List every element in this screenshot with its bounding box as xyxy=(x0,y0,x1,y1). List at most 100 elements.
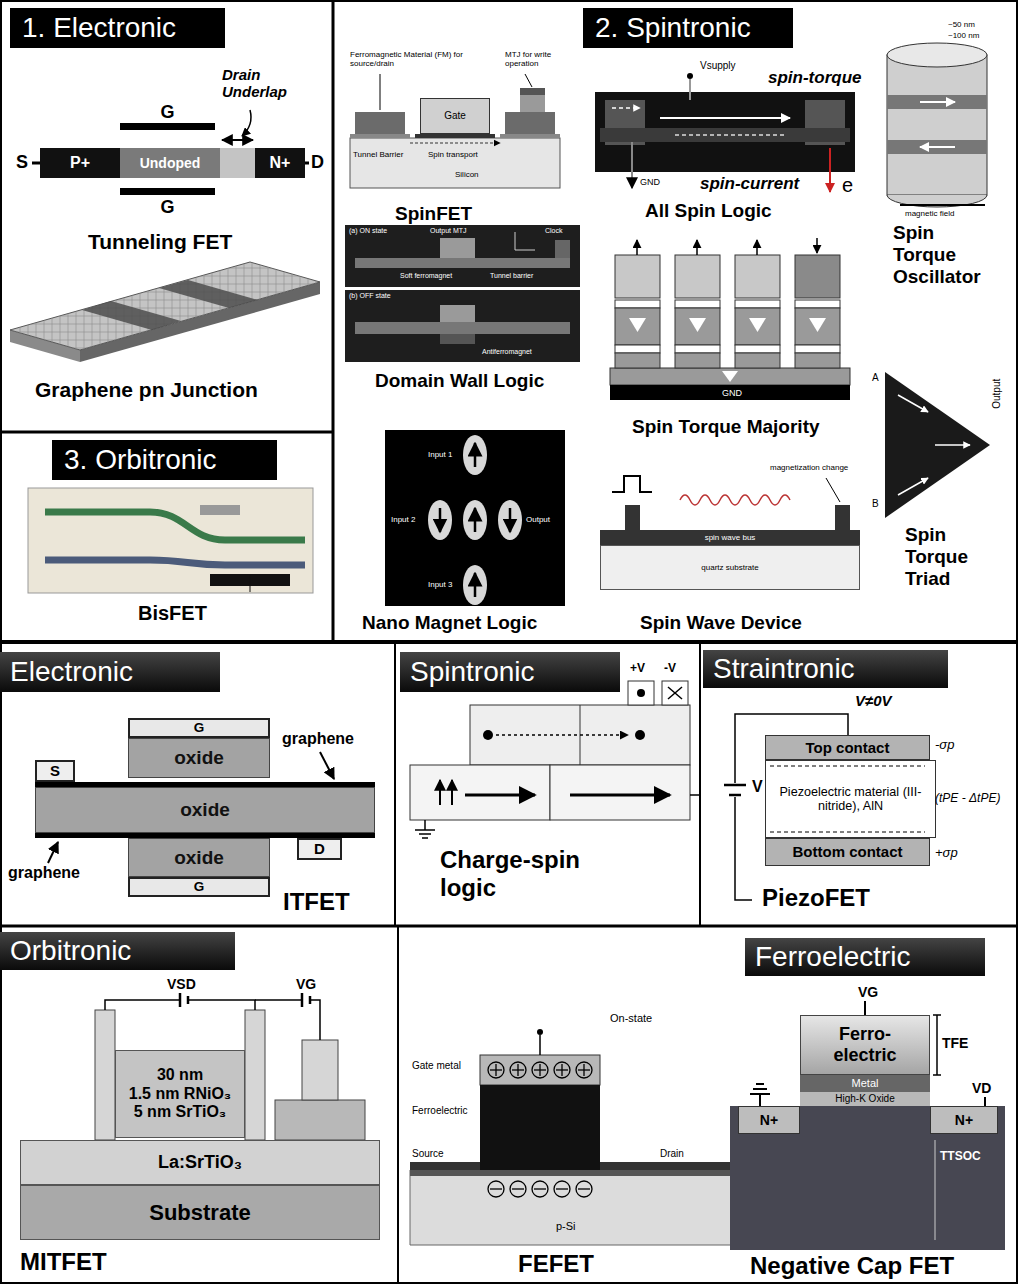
part-label: ~100 nm xyxy=(948,31,979,40)
part-label: GND xyxy=(640,177,660,187)
part-label: Vsupply xyxy=(700,60,736,72)
node-text: 3. Orbitronic xyxy=(64,444,217,476)
part-label: ~50 nm xyxy=(948,20,975,29)
part-label: GND xyxy=(722,388,742,398)
spinfet-figure xyxy=(350,74,560,188)
part-label: Tunnel Barrier xyxy=(353,150,403,159)
node-text: D xyxy=(314,840,325,857)
part-label: spin-current xyxy=(700,174,799,194)
part-label: Gate metal xyxy=(412,1060,461,1072)
part-label: magnetic field xyxy=(905,209,954,218)
part-label: Spin transport xyxy=(428,150,478,159)
spin-torque-oscillator-figure xyxy=(887,43,987,207)
node-text: quartz substrate xyxy=(701,563,758,572)
part-label: A xyxy=(872,372,879,384)
part-label: S xyxy=(16,152,28,173)
part-label: -σp xyxy=(935,738,954,753)
section-header: 1. Electronic xyxy=(10,8,225,48)
part-label: magnetization change xyxy=(770,463,848,472)
part-label: spin-torque xyxy=(768,68,862,88)
doped-layer: La:SrTiO₃ xyxy=(20,1140,380,1185)
device-caption: MITFET xyxy=(20,1248,107,1276)
node-text: oxide xyxy=(174,847,224,869)
metal-layer: Metal xyxy=(800,1075,930,1092)
node-text: N+ xyxy=(270,154,291,172)
part-label: TTSOC xyxy=(940,1150,981,1164)
node-text: Ferro- electric xyxy=(825,1024,905,1065)
device-caption: e xyxy=(842,174,853,197)
part-label: Output MTJ xyxy=(430,227,467,235)
device-caption: Charge-spin logic xyxy=(440,846,590,901)
part-label: Input 2 xyxy=(391,515,415,524)
doped-region: N+ xyxy=(930,1106,998,1134)
spin-torque-triad-figure xyxy=(885,372,990,518)
device-caption: BisFET xyxy=(138,602,207,625)
domain-wall-figure xyxy=(345,225,580,362)
part-label: V xyxy=(752,778,763,796)
part-label: B xyxy=(872,498,879,510)
contact-pad: S xyxy=(35,760,75,782)
part-label: Source xyxy=(412,1148,444,1160)
node-text: High-K Oxide xyxy=(835,1093,894,1105)
section-header: 3. Orbitronic xyxy=(52,440,277,480)
substrate-layer: Substrate xyxy=(20,1185,380,1240)
node-text: 30 nm xyxy=(157,1066,203,1084)
part-label: Tunnel barrier xyxy=(490,272,533,280)
spin-torque-majority-figure xyxy=(610,238,850,400)
oxide-channel-stack: 30 nm1.5 nm RNiO₃5 nm SrTiO₃ xyxy=(115,1050,245,1138)
section-header: Ferroelectric xyxy=(745,938,985,976)
node-text: G xyxy=(194,879,205,895)
part-label: Drain Underlap xyxy=(222,66,302,101)
ferroelectric-layer: Ferro- electric xyxy=(800,1015,930,1075)
node-text: spin wave bus xyxy=(705,533,756,542)
node-text: Metal xyxy=(852,1077,879,1090)
node-text: Top contact xyxy=(806,739,890,756)
doped-region: N+ xyxy=(255,148,305,178)
oxide-layer: oxide xyxy=(35,787,375,833)
part-label: graphene xyxy=(8,864,80,882)
part-label: (b) OFF state xyxy=(349,292,391,300)
part-label: -V xyxy=(664,662,676,676)
gate-block: Gate xyxy=(420,98,490,134)
part-label: (tPE - ΔtPE) xyxy=(935,792,1000,806)
device-caption: Spin Wave Device xyxy=(640,612,802,634)
part-label: VD xyxy=(972,1080,991,1096)
charge-spin-figure xyxy=(410,681,700,838)
part-label: Input 3 xyxy=(428,580,452,589)
mitfet-figure xyxy=(95,993,365,1140)
node-text: oxide xyxy=(180,799,230,821)
oxide-layer: oxide xyxy=(128,738,270,778)
part-label: graphene xyxy=(282,730,354,748)
node-text: Electronic xyxy=(10,656,133,688)
node-text: oxide xyxy=(174,747,224,769)
part-label: Output xyxy=(991,379,1003,409)
part-label: VG xyxy=(858,984,878,1000)
node-text: P+ xyxy=(70,154,90,172)
node-text: La:SrTiO₃ xyxy=(158,1152,242,1173)
part-label: Clock xyxy=(545,227,563,235)
node-text: G xyxy=(194,720,205,736)
device-caption: FEFET xyxy=(518,1250,594,1278)
device-caption: Tunneling FET xyxy=(88,230,232,254)
gate-electrode: G xyxy=(128,877,270,897)
node-text: N+ xyxy=(760,1112,778,1128)
part-label: Ferromagnetic Material (FM) for source/d… xyxy=(350,50,475,68)
gate-electrode: G xyxy=(128,718,270,738)
part-label: VSD xyxy=(167,976,196,992)
doped-region: N+ xyxy=(738,1106,800,1134)
substrate-layer: quartz substrate xyxy=(600,545,860,590)
part-label: VG xyxy=(296,976,316,992)
section-header: Spintronic xyxy=(400,652,620,692)
section-header: 2. Spintronic xyxy=(583,8,793,48)
section-header: Electronic xyxy=(0,652,220,692)
part-label: Drain xyxy=(660,1148,684,1160)
spin-wave-figure xyxy=(612,476,850,530)
fefet-figure xyxy=(410,1029,735,1245)
device-caption: Nano Magnet Logic xyxy=(362,612,537,634)
node-text: Bottom contact xyxy=(793,843,903,860)
part-label: +V xyxy=(630,662,645,676)
oxide-layer: oxide xyxy=(128,838,270,877)
oxide-layer: High-K Oxide xyxy=(800,1092,930,1106)
device-caption: ITFET xyxy=(283,888,350,916)
